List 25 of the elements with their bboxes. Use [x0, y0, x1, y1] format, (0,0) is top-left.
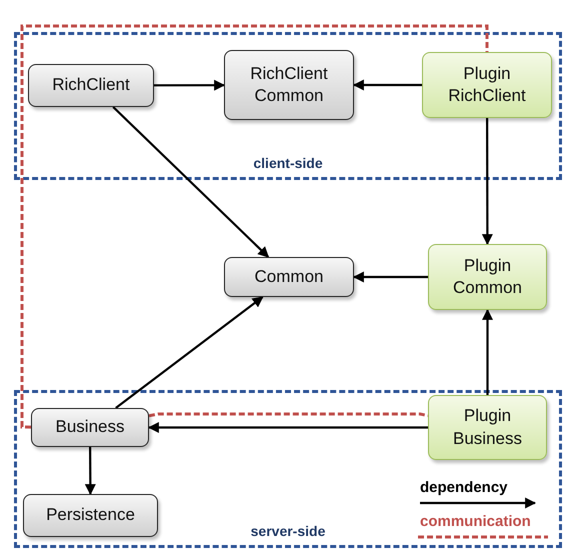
legend-label: dependency: [420, 479, 508, 496]
dependency-arrow: [154, 80, 226, 91]
dependency-arrow: [112, 106, 270, 258]
legend-label: communication: [420, 513, 531, 530]
communication-line: [148, 412, 428, 418]
dependency-arrow: [352, 272, 428, 282]
module-box: Persistence: [23, 494, 158, 537]
group-label: server-side: [250, 523, 326, 539]
communication-line: [20, 24, 488, 429]
dependency-arrow: [482, 118, 493, 246]
group-region: [14, 32, 562, 180]
module-box: Plugin RichClient: [422, 52, 552, 118]
module-box: Common: [224, 257, 354, 297]
group-region: [14, 390, 562, 548]
module-box: RichClient Common: [224, 50, 354, 120]
dependency-arrow: [482, 308, 493, 395]
module-box: RichClient: [28, 64, 154, 107]
module-box: Plugin Common: [428, 244, 547, 310]
dependency-arrow: [115, 296, 264, 409]
module-box: Plugin Business: [428, 395, 547, 460]
module-box: Business: [31, 408, 149, 447]
dependency-arrow: [84, 447, 96, 496]
dependency-arrow: [352, 80, 422, 90]
dependency-arrow: [148, 422, 428, 433]
group-label: client-side: [252, 155, 324, 171]
